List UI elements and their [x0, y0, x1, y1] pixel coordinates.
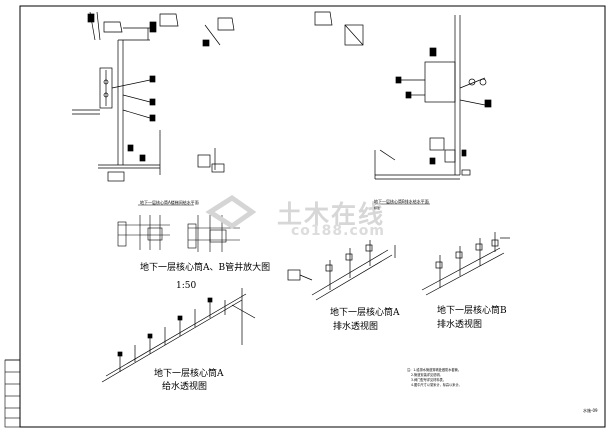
iso-b1 — [287, 240, 396, 301]
iso-b1-subtitle: 排水透视图 — [333, 322, 379, 332]
watermark: 土木在线 co188.com — [197, 193, 427, 247]
iso-b2-title: 地下一层核心筒B — [437, 306, 507, 316]
plan-right-title: 地下一层核心筒B排水给水平面 — [374, 199, 429, 204]
iso-b2-subtitle: 排水透视图 — [437, 320, 483, 330]
plan-right — [314, 11, 492, 180]
sheet-number: 水施-09 — [583, 408, 598, 413]
plan-right-subtitle: 标注 — [374, 206, 381, 210]
plan-left-title: 地下一层核心筒A楼梯间给水平面 — [140, 200, 199, 205]
detail-scale: 1:50 — [176, 281, 197, 291]
watermark-url: co188.com — [291, 223, 385, 239]
detail-title: 地下一层核心筒A、B管井放大图 — [140, 263, 271, 273]
notes-block: 注：1.给排水管道穿墙处做防水套管。 2.管道安装详见说明。 3.阀门型号详见材… — [407, 368, 462, 388]
watermark-logo-icon — [205, 194, 257, 230]
note-line: 2.管道安装详见说明。 — [411, 373, 443, 377]
iso-b2 — [421, 232, 510, 296]
iso-a — [101, 288, 256, 383]
plan-left — [72, 11, 235, 182]
note-line: 3.阀门型号详见材料表。 — [411, 378, 446, 382]
watermark-text: 土木在线 — [277, 200, 386, 229]
iso-b1-title: 地下一层核心筒A — [330, 308, 400, 318]
note-line: 4.图中尺寸以毫米计，标高以米计。 — [411, 383, 462, 387]
note-line: 注：1.给排水管道穿墙处做防水套管。 — [407, 368, 462, 372]
iso-a-subtitle: 给水透视图 — [162, 382, 208, 392]
sheet-border — [19, 5, 606, 428]
iso-a-title: 地下一层核心筒A — [154, 369, 224, 379]
title-strip — [4, 359, 21, 428]
